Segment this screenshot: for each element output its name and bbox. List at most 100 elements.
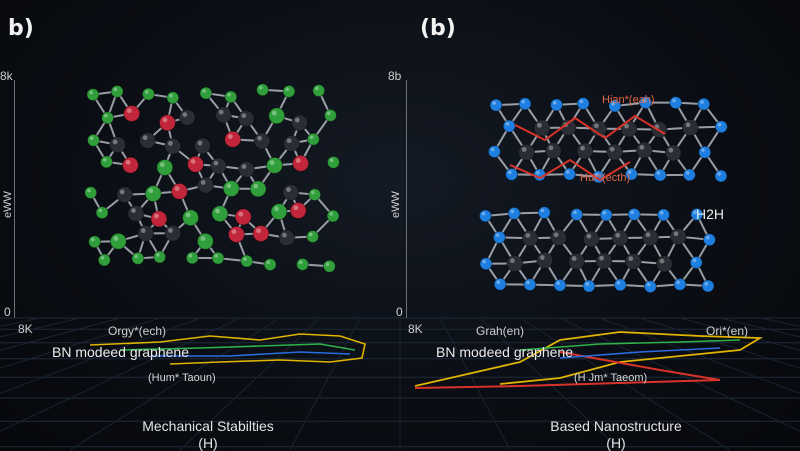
atom-highlight: [243, 257, 247, 261]
atom-highlight: [103, 158, 107, 162]
atom-highlight: [686, 122, 691, 127]
atom: [151, 211, 167, 227]
atom: [212, 206, 228, 222]
plot-label-right-1: Grah(en): [476, 324, 524, 338]
atom-highlight: [660, 259, 665, 264]
y-axis-zero-left: 0: [4, 305, 11, 319]
atom-highlight: [191, 159, 196, 164]
atom: [212, 252, 224, 264]
atom-highlight: [496, 233, 500, 237]
atom-highlight: [706, 236, 710, 240]
atom: [490, 99, 502, 111]
atom: [545, 143, 561, 159]
atom-highlight: [521, 100, 525, 104]
legend-right: BN modeed graphene: [436, 344, 573, 360]
atom-highlight: [256, 228, 261, 233]
atom-highlight: [580, 100, 584, 104]
y-axis-label-left: eWW: [2, 191, 14, 218]
atom: [307, 231, 319, 243]
atom-highlight: [701, 148, 705, 152]
atom: [297, 258, 309, 270]
atom: [271, 204, 287, 220]
atom-highlight: [293, 205, 298, 210]
atom-highlight: [189, 254, 193, 258]
atom: [493, 231, 505, 243]
atom: [571, 208, 583, 220]
atom: [250, 181, 266, 197]
atom: [238, 111, 254, 127]
atom-highlight: [668, 148, 673, 153]
atom: [223, 181, 239, 197]
atom: [488, 146, 500, 158]
atom-highlight: [131, 208, 136, 213]
atom-highlight: [647, 283, 651, 287]
atom: [140, 133, 156, 149]
atom: [551, 99, 563, 111]
atom-highlight: [232, 229, 237, 234]
atom: [269, 108, 285, 124]
atom: [614, 279, 626, 291]
atom-highlight: [492, 101, 496, 105]
atom-highlight: [201, 180, 206, 185]
atom-highlight: [541, 209, 545, 213]
atom: [228, 226, 244, 242]
atom-highlight: [686, 171, 690, 175]
atom-highlight: [672, 99, 676, 103]
atom-highlight: [693, 259, 697, 263]
atom: [241, 255, 253, 267]
atom: [682, 120, 698, 136]
atom-highlight: [98, 209, 102, 213]
atom-highlight: [114, 88, 118, 92]
atom: [167, 92, 179, 104]
atom-highlight: [242, 164, 247, 169]
atom: [122, 157, 138, 173]
atom: [197, 233, 213, 249]
atom: [87, 134, 99, 146]
atom-highlight: [168, 141, 173, 146]
atom: [154, 251, 166, 263]
panel-label-left: b): [8, 16, 34, 41]
atom: [625, 253, 641, 269]
atom: [267, 157, 283, 173]
atom-highlight: [610, 147, 615, 152]
atom-highlight: [657, 171, 661, 175]
atom: [654, 169, 666, 181]
atom: [110, 233, 126, 249]
x-axis-left-label: 8K: [18, 322, 33, 336]
atom-highlight: [113, 140, 118, 145]
atom: [225, 91, 237, 103]
atom-highlight: [327, 111, 331, 115]
atom: [124, 106, 140, 122]
atom-highlight: [257, 136, 262, 141]
atom: [600, 209, 612, 221]
atom: [225, 131, 241, 147]
atom: [507, 255, 523, 271]
atom-highlight: [309, 233, 313, 237]
atom: [683, 169, 695, 181]
atom: [324, 109, 336, 121]
atom-highlight: [497, 280, 501, 284]
atom: [569, 253, 585, 269]
atom-highlight: [214, 254, 218, 258]
atom-highlight: [89, 91, 93, 95]
atom-highlight: [134, 254, 138, 258]
atom-highlight: [272, 111, 277, 116]
atom-highlight: [522, 147, 527, 152]
atom: [698, 98, 710, 110]
atom-highlight: [87, 189, 91, 193]
small-label-left: (Hum* Taoun): [148, 372, 216, 384]
atom: [101, 156, 113, 168]
grid-line: [760, 318, 800, 450]
atom-highlight: [286, 187, 291, 192]
atom: [537, 252, 553, 268]
atom: [128, 205, 144, 221]
left-molecule-model: [85, 84, 340, 273]
atom-highlight: [198, 141, 203, 146]
legend-left: BN modeed graphene: [52, 344, 189, 360]
atom-highlight: [143, 135, 148, 140]
atom-highlight: [104, 114, 108, 118]
atom: [132, 252, 144, 264]
atom-highlight: [587, 234, 592, 239]
atom-highlight: [186, 213, 191, 218]
atom-highlight: [226, 183, 231, 188]
